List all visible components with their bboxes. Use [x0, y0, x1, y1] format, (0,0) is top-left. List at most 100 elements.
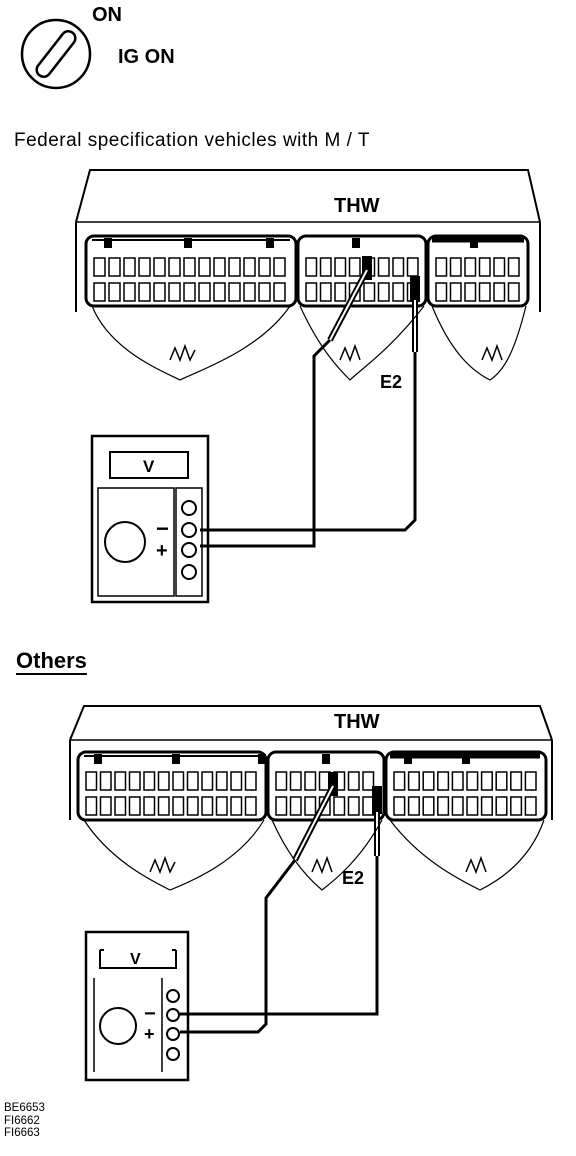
connector-pin [99, 796, 112, 816]
connector-pin [99, 771, 112, 791]
figure-codes: BE6653 FI6662 FI6663 [4, 1102, 45, 1140]
connector-pin [437, 771, 450, 791]
federal-section-title: Federal specification vehicles with M / … [14, 130, 370, 151]
connector-pin [198, 257, 211, 277]
connector-pin [437, 796, 450, 816]
connector-pin [377, 257, 390, 277]
connector-pin [108, 257, 121, 277]
connector-pin [435, 257, 448, 277]
connector-pin [244, 771, 257, 791]
connector-pin [275, 796, 288, 816]
thw-probe-tip [362, 256, 372, 280]
figure-code: BE6653 [4, 1102, 45, 1114]
connector-pin [230, 796, 243, 816]
connector-pin [464, 282, 477, 302]
connector-pin [289, 771, 302, 791]
connector-pins [85, 771, 537, 816]
connector-pin [215, 771, 228, 791]
voltmeter: V − + [90, 434, 210, 604]
voltmeter: V − + [84, 930, 190, 1082]
connector-pin [510, 796, 523, 816]
connector-pin [305, 282, 318, 302]
connector-pin [243, 257, 256, 277]
connector-pin [172, 771, 185, 791]
connector-pin [93, 282, 106, 302]
thw-terminal-label: THW [334, 711, 380, 733]
connector-pin [258, 282, 271, 302]
connector-pin [198, 282, 211, 302]
e2-terminal-label: E2 [380, 372, 402, 392]
connector-pin [244, 796, 257, 816]
connector-pin [243, 282, 256, 302]
connector-pin [273, 257, 286, 277]
connector-pin [128, 796, 141, 816]
meter-mode-label: V [143, 457, 155, 476]
connector-pin [153, 282, 166, 302]
connector-pin [108, 282, 121, 302]
e2-probe-tip [372, 786, 382, 814]
connector-pin [258, 257, 271, 277]
connector-pin [289, 796, 302, 816]
connector-pin [273, 282, 286, 302]
connector-pin [377, 282, 390, 302]
connector-pin [186, 796, 199, 816]
connector-pin [114, 771, 127, 791]
connector-pin [392, 282, 405, 302]
connector-pin [495, 771, 508, 791]
connector-pin [393, 771, 406, 791]
connector-pin [524, 796, 537, 816]
connector-pin [172, 796, 185, 816]
connector-pin [183, 282, 196, 302]
connector-pin [143, 771, 156, 791]
connector-pin [480, 771, 493, 791]
minus-sign: − [144, 1003, 156, 1025]
connector-pin [85, 796, 98, 816]
connector-pin [157, 796, 170, 816]
connector-pin [201, 771, 214, 791]
connector-pin [168, 257, 181, 277]
connector-pin [406, 257, 419, 277]
connector-pin [362, 796, 375, 816]
connector-pin [493, 257, 506, 277]
connector-pin [466, 771, 479, 791]
connector-pin [186, 771, 199, 791]
connector-pin [422, 796, 435, 816]
connector-pin [422, 771, 435, 791]
meter-mode-label: V [130, 951, 141, 968]
connector-pin [168, 282, 181, 302]
connector-pin [304, 796, 317, 816]
connector-pin [478, 282, 491, 302]
connector-pin [305, 257, 318, 277]
others-section-title: Others [16, 648, 87, 673]
connector-pin [215, 796, 228, 816]
connector-pin [466, 796, 479, 816]
connector-pin [464, 257, 477, 277]
others-ecu-diagram: THW E2 V − + [69, 705, 553, 1082]
connector-pin [507, 257, 520, 277]
connector-pin [319, 282, 332, 302]
ignition-ig-on-label: IG ON [118, 46, 175, 68]
connector-pin [93, 257, 106, 277]
connector-pin [435, 282, 448, 302]
connector-pin [319, 257, 332, 277]
connector-pin [275, 771, 288, 791]
connector-pin [478, 257, 491, 277]
connector-pin [128, 771, 141, 791]
connector-pin [347, 771, 360, 791]
federal-ecu-diagram: THW E2 V − + [75, 169, 541, 604]
e2-terminal-label: E2 [342, 868, 364, 888]
connector-pin [347, 796, 360, 816]
e2-probe-tip [410, 276, 420, 302]
meter-dial-icon [99, 1007, 137, 1045]
connector-pin [183, 257, 196, 277]
thw-terminal-label: THW [334, 195, 380, 217]
ignition-key-icon [20, 18, 92, 90]
connector-pin [153, 257, 166, 277]
connector-pin [228, 282, 241, 302]
connector-pin [407, 796, 420, 816]
minus-sign: − [156, 516, 169, 541]
connector-pin [510, 771, 523, 791]
connector-pin [480, 796, 493, 816]
connector-pin [85, 771, 98, 791]
